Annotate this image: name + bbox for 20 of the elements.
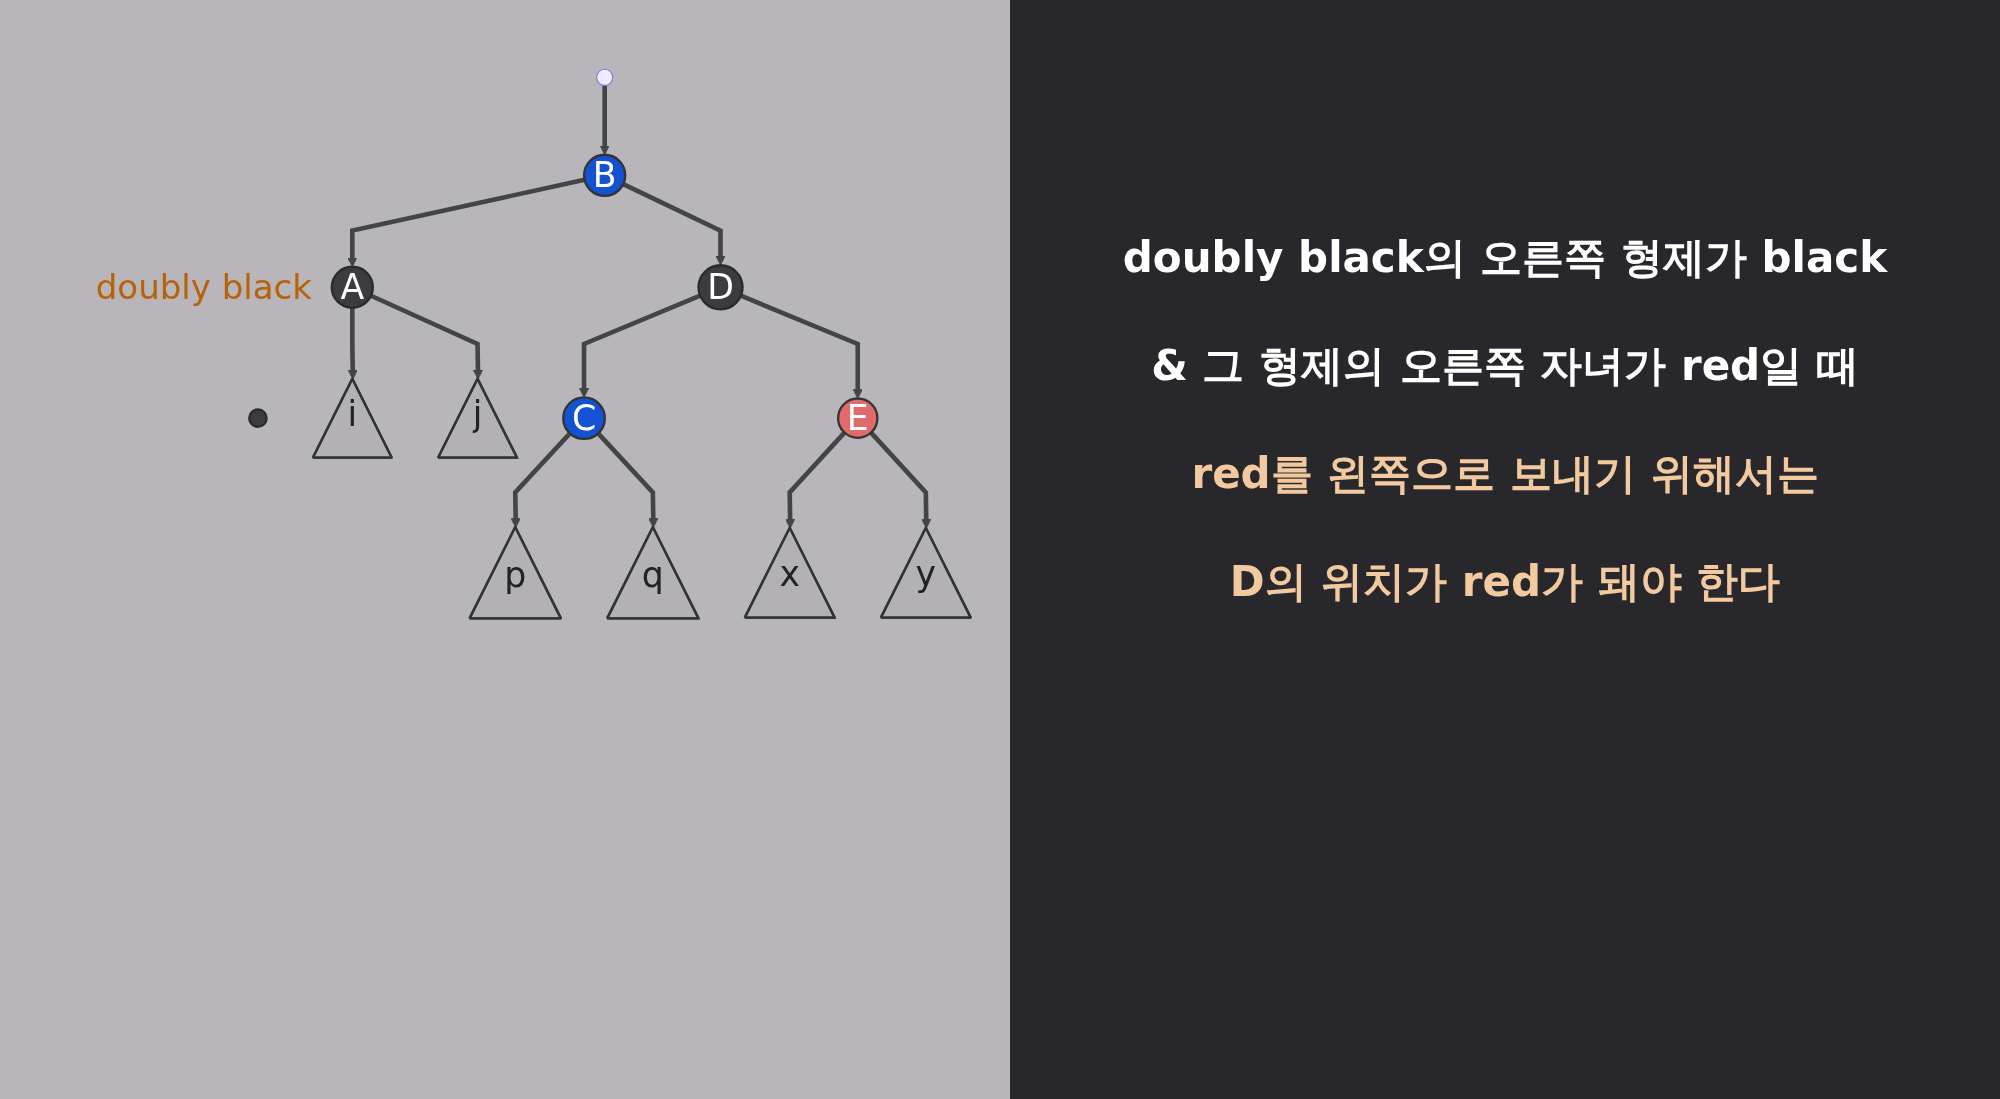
arrow [596,431,659,529]
node-circle [330,265,374,309]
arrow [599,85,610,156]
explanation-text: D의 위치가 red가 돼야 한다 [1228,556,1782,608]
node-circle [697,264,744,311]
arrow [785,431,847,529]
arrow [347,307,358,380]
node-circle [248,408,268,428]
explanation-text: doubly black의 오른쪽 형제가 black [1121,232,1889,284]
arrow [370,293,484,380]
node-annotation: doubly black [95,267,312,308]
explanation-text: & 그 형제의 오른쪽 자녀가 red일 때 [1150,340,1860,392]
arrow [740,293,863,399]
arrow [510,431,572,529]
arrow [869,431,932,529]
explanation-text: red를 왼쪽으로 보내기 위해서는 [1190,448,1820,500]
arrow [622,182,726,266]
node-circle [836,397,879,439]
node-circle [562,396,606,441]
node-circle [582,153,627,198]
